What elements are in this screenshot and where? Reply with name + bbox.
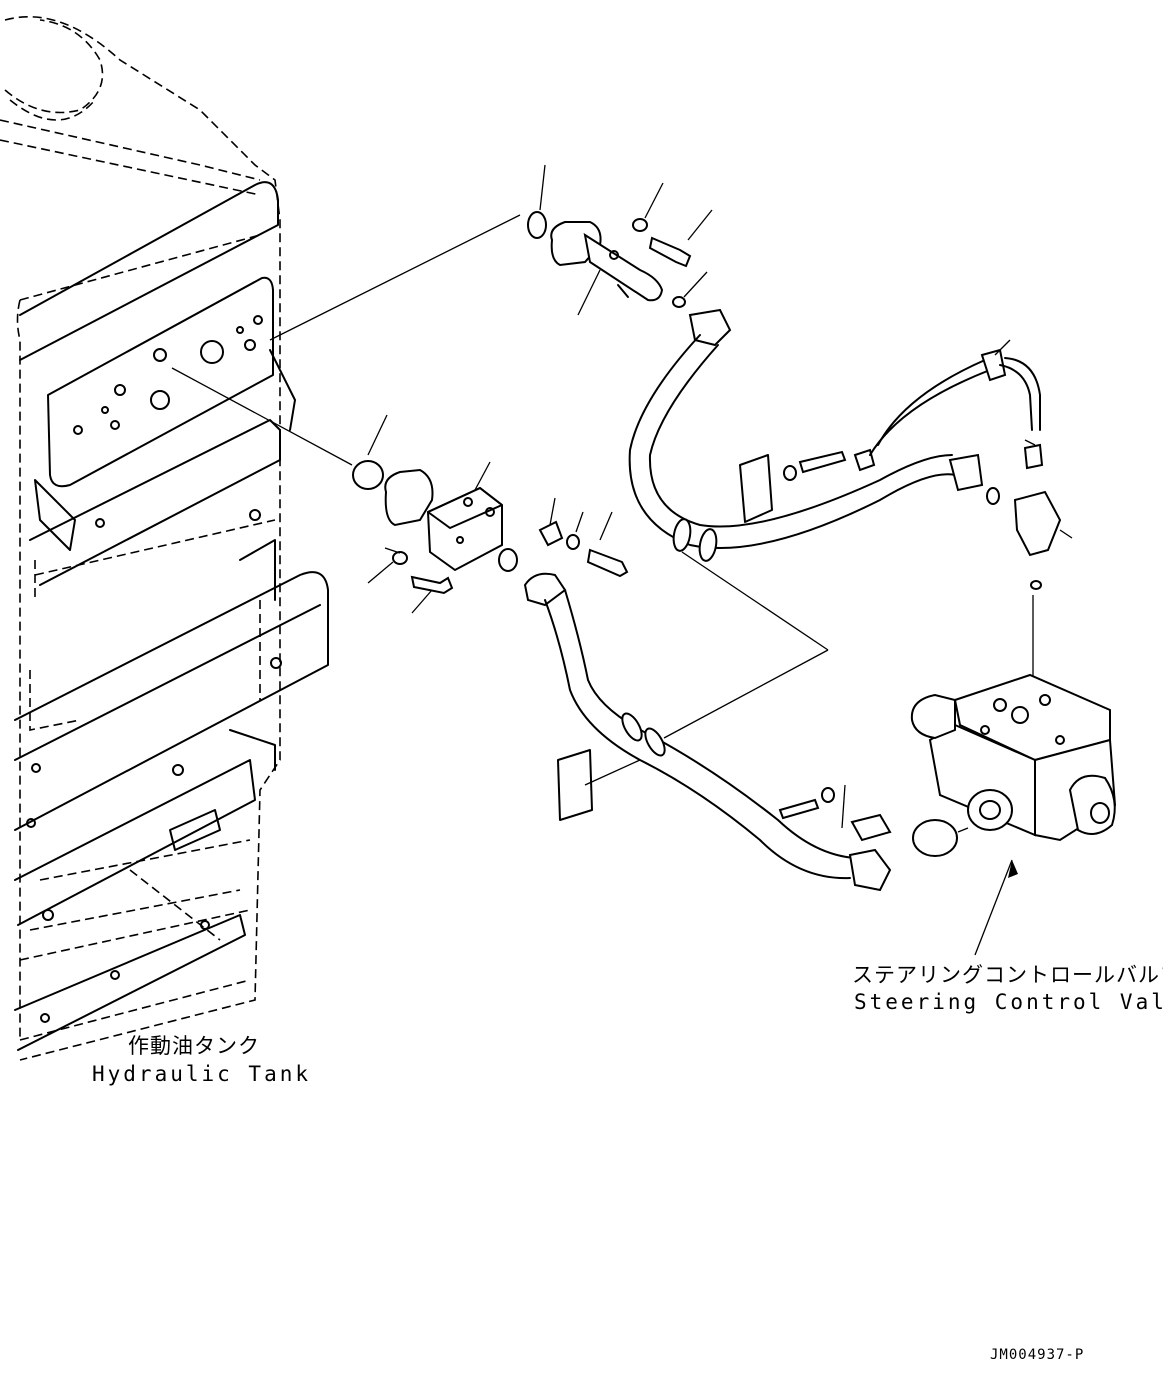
tank-label-en: Hydraulic Tank (92, 1062, 312, 1086)
tank-port-plate (47, 276, 274, 488)
steering-control-valve (910, 673, 1117, 956)
tank-frame (14, 181, 329, 1051)
lower-hose-group (498, 497, 892, 892)
hydraulic-tank (0, 16, 281, 1061)
valve-label-jp: ステアリングコントロールバルブ (852, 963, 1163, 987)
valve-label-en: Steering Control Valve (854, 990, 1163, 1014)
tank-label-jp: 作動油タンク (128, 1034, 260, 1058)
middle-block-group (171, 367, 503, 614)
drawing-reference: JM004937-P (990, 1347, 1085, 1363)
upper-hose-group (628, 308, 1062, 680)
upper-fitting-group (269, 164, 713, 341)
leader-lines (994, 339, 1073, 539)
